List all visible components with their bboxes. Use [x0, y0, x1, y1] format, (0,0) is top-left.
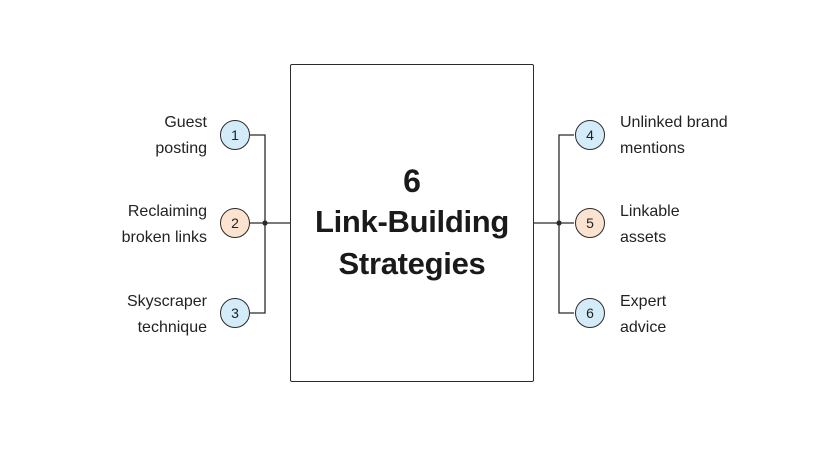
strategy-label-3: Skyscraper technique [67, 289, 207, 341]
strategy-node-4: 4 [575, 120, 605, 150]
strategy-label-2-line-2: broken links [121, 229, 207, 246]
strategy-label-5: Linkable assets [620, 199, 780, 251]
strategy-node-3: 3 [220, 298, 250, 328]
left-connector-top [250, 134, 266, 223]
strategy-label-6-line-1: Expert [620, 293, 667, 310]
strategy-label-1-line-1: Guest [164, 114, 207, 131]
strategy-label-6-line-2: advice [620, 319, 667, 336]
right-junction-dot [556, 220, 562, 226]
center-title-line-2: Strategies [338, 246, 486, 281]
strategy-node-2: 2 [220, 208, 250, 238]
center-title-line-1: Link-Building [314, 204, 510, 239]
strategy-label-5-line-1: Linkable [620, 203, 680, 220]
strategy-label-3-line-2: technique [137, 319, 207, 336]
strategy-label-1-line-2: posting [155, 140, 207, 157]
left-junction-dot [262, 220, 268, 226]
strategy-label-6: Expert advice [620, 289, 780, 341]
strategy-node-6: 6 [575, 298, 605, 328]
strategy-label-2: Reclaiming broken links [67, 199, 207, 251]
center-number: 6 [403, 163, 421, 199]
strategy-label-3-line-1: Skyscraper [126, 293, 207, 310]
strategy-node-1: 1 [220, 120, 250, 150]
strategy-label-4-line-1: Unlinked brand [620, 114, 728, 131]
strategy-label-4: Unlinked brand mentions [620, 110, 780, 162]
center-title-box: 6 Link-Building Strategies [290, 64, 534, 382]
strategy-label-1: Guest posting [67, 110, 207, 162]
left-connector-bottom [250, 223, 266, 314]
strategy-label-2-line-1: Reclaiming [127, 203, 207, 220]
strategy-label-5-line-2: assets [620, 229, 667, 246]
right-connector-bottom [558, 223, 574, 314]
right-connector-top [558, 134, 574, 223]
strategy-label-4-line-2: mentions [620, 140, 685, 157]
strategy-node-5: 5 [575, 208, 605, 238]
